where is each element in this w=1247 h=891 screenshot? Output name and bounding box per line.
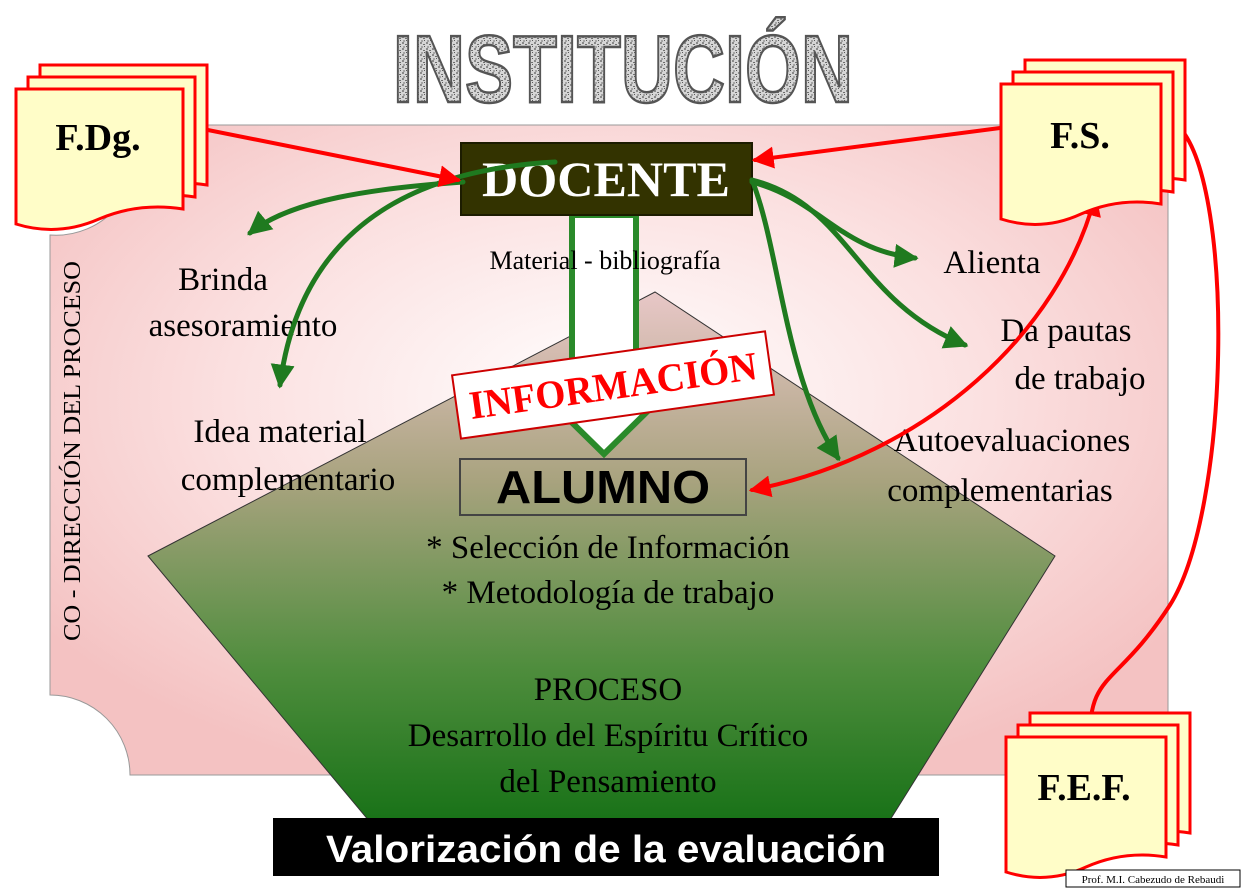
arrow-fdg-docente [196, 126, 462, 188]
alumno-item-metodologia: * Metodología de trabajo [442, 575, 775, 611]
pautas-line-1: Da pautas [1000, 313, 1131, 349]
credit-label: Prof. M.I. Cabezudo de Rebaudi [1082, 874, 1225, 886]
material-label: Material - bibliografía [489, 246, 720, 275]
alienta-label: Alienta [943, 245, 1040, 281]
brinda-line-2: asesoramiento [149, 308, 338, 344]
alumno-box: ALUMNO [459, 458, 747, 516]
fef-label: F.E.F. [1037, 767, 1130, 809]
fs-label: F.S. [1050, 115, 1110, 157]
alumno-item-seleccion: * Selección de Información [426, 530, 790, 566]
pautas-line-2: de trabajo [1014, 361, 1145, 397]
proceso-line-2: del Pensamiento [499, 764, 716, 800]
arrow-fs-fef [1078, 126, 1221, 749]
co-direccion-label: CO - DIRECCIÓN DEL PROCESO [59, 261, 86, 641]
idea-line-1: Idea material [193, 414, 366, 450]
valorizacion-label: Valorización de la evaluación [326, 829, 886, 871]
arrow-alumno-fs [748, 193, 1101, 498]
proceso-heading: PROCESO [534, 672, 683, 708]
document-fs: F.S. [999, 58, 1187, 226]
auto-line-1: Autoevaluaciones [894, 423, 1130, 459]
docente-box: DOCENTE [460, 142, 753, 216]
brinda-line-1: Brinda [178, 262, 268, 298]
proceso-line-1: Desarrollo del Espíritu Crítico [408, 718, 809, 754]
fdg-label: F.Dg. [55, 117, 140, 159]
arrow-docente-idea [270, 159, 558, 389]
credit-box: Prof. M.I. Cabezudo de Rebaudi [1065, 869, 1241, 888]
document-fef: F.E.F. [1004, 711, 1192, 879]
arrow-fs-docente [751, 126, 1002, 169]
idea-line-2: complementario [181, 462, 395, 498]
document-fdg: F.Dg. [14, 63, 209, 231]
institution-title: INSTITUCIÓN [393, 16, 853, 123]
docente-label: DOCENTE [482, 151, 730, 207]
alumno-label: ALUMNO [496, 461, 710, 513]
valorizacion-bar: Valorización de la evaluación [273, 818, 939, 876]
auto-line-2: complementarias [887, 473, 1112, 509]
